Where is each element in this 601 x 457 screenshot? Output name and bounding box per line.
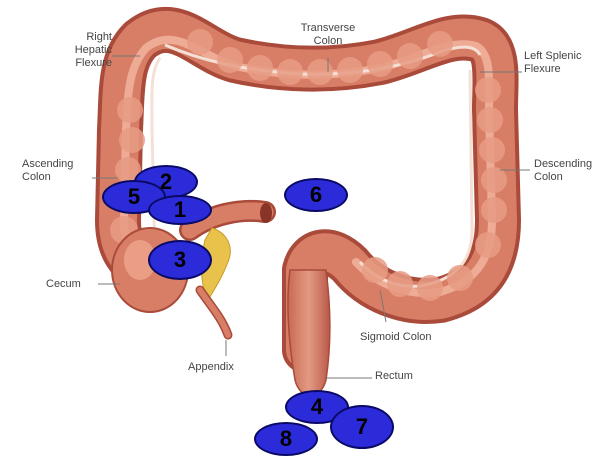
marker-4-number: 4 [311, 396, 323, 418]
marker-5-number: 5 [128, 186, 140, 208]
marker-6[interactable]: 6 [284, 178, 348, 212]
label-right-hepatic-flexure: Right Hepatic Flexure [52, 31, 112, 70]
marker-8-number: 8 [280, 428, 292, 450]
marker-7-number: 7 [356, 416, 368, 438]
label-ascending-colon: Ascending Colon [22, 158, 94, 184]
label-cecum: Cecum [46, 278, 96, 291]
taenia-band-descending [360, 70, 472, 286]
marker-1-number: 1 [174, 199, 186, 221]
label-descending-colon: Descending Colon [534, 158, 601, 184]
label-sigmoid-colon: Sigmoid Colon [360, 331, 460, 344]
label-rectum: Rectum [375, 370, 435, 383]
rectum [288, 270, 330, 396]
label-appendix: Appendix [188, 361, 258, 374]
label-transverse-colon: Transverse Colon [283, 22, 373, 48]
marker-7[interactable]: 7 [330, 405, 394, 449]
marker-8[interactable]: 8 [254, 422, 318, 456]
marker-6-number: 6 [310, 184, 322, 206]
marker-3[interactable]: 3 [148, 240, 212, 280]
appendix-inner [200, 290, 228, 335]
marker-1[interactable]: 1 [148, 195, 212, 225]
label-left-splenic-flexure: Left Splenic Flexure [524, 50, 601, 76]
marker-3-number: 3 [174, 249, 186, 271]
ileum-opening [260, 203, 272, 223]
